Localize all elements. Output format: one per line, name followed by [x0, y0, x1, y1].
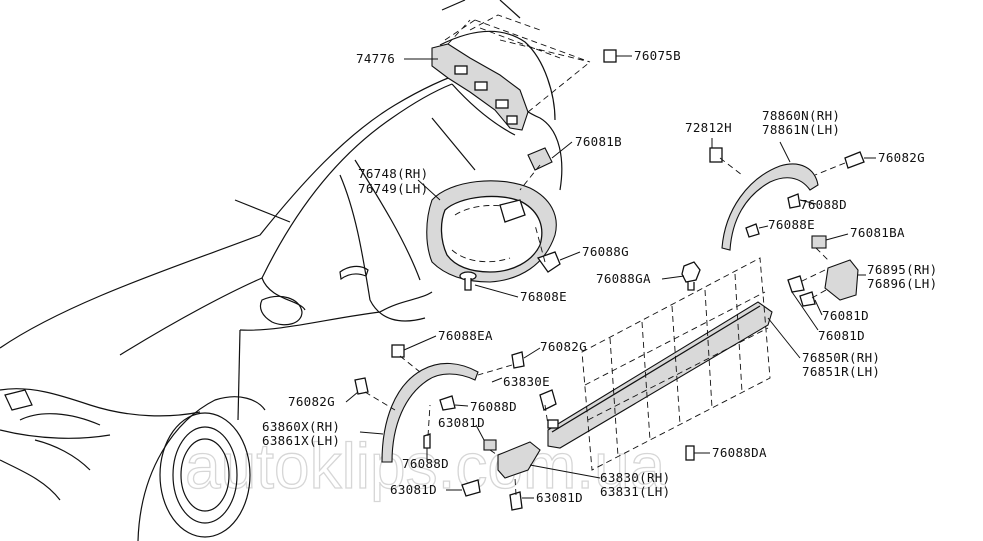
front-fender-moulding	[354, 344, 525, 463]
label-78861n: 78861N(LH)	[762, 122, 840, 137]
label-76088g: 76088G	[582, 244, 629, 259]
label-76850r: 76850R(RH)	[802, 350, 880, 365]
label-76081d-b: 76081D	[818, 328, 865, 343]
clip-76075b	[603, 49, 617, 63]
label-63861x: 63861X(LH)	[262, 433, 340, 448]
label-76081b: 76081B	[575, 134, 622, 149]
label-63860x: 63860X(RH)	[262, 419, 340, 434]
spoiler-74776	[431, 14, 591, 131]
wheel-house-liner	[426, 180, 557, 283]
label-63831: 63831(LH)	[600, 484, 670, 499]
front-mud-guard	[461, 441, 541, 511]
label-76088da: 76088DA	[712, 445, 767, 460]
label-63081d-c: 63081D	[536, 490, 583, 505]
leader-lines	[345, 55, 876, 499]
label-76088d-mid: 76088D	[470, 399, 517, 414]
clip-76088da	[685, 445, 695, 461]
label-76082g-mid: 76082G	[540, 339, 587, 354]
label-76081ba: 76081BA	[850, 225, 905, 240]
label-76088d-left: 76088D	[402, 456, 449, 471]
label-76075b: 76075B	[634, 48, 681, 63]
label-76749: 76749(LH)	[358, 181, 428, 196]
label-76808e: 76808E	[520, 289, 567, 304]
label-78860n: 78860N(RH)	[762, 108, 840, 123]
label-76748: 76748(RH)	[358, 166, 428, 181]
label-76088ga: 76088GA	[596, 271, 651, 286]
label-63830e: 63830E	[503, 374, 550, 389]
label-76895: 76895(RH)	[867, 262, 937, 277]
bracket-76081b	[519, 147, 553, 191]
label-76088d-rear: 76088D	[800, 197, 847, 212]
label-72812h: 72812H	[685, 120, 732, 135]
mud-guard-76895	[787, 259, 859, 307]
label-76088ea: 76088EA	[438, 328, 493, 343]
label-76082g-rear: 76082G	[878, 150, 925, 165]
label-63081d-b: 63081D	[390, 482, 437, 497]
side-sill-cover	[547, 257, 773, 471]
callout-labels: 74776 76075B 76081B 76748(RH) 76749(LH) …	[262, 48, 937, 505]
bracket-76081ba	[811, 235, 831, 263]
label-74776: 74776	[356, 51, 395, 66]
label-76088e: 76088E	[768, 217, 815, 232]
clip-76088g	[534, 224, 561, 273]
label-63081d-a: 63081D	[438, 415, 485, 430]
label-76082g-left: 76082G	[288, 394, 335, 409]
rear-fender-moulding	[709, 147, 865, 251]
label-76896: 76896(LH)	[867, 276, 937, 291]
clip-63830e	[539, 389, 557, 426]
clip-76808e	[459, 271, 477, 291]
label-76851r: 76851R(LH)	[802, 364, 880, 379]
label-63830: 63830(RH)	[600, 470, 670, 485]
clip-76088ga	[681, 261, 701, 291]
label-76081d-a: 76081D	[822, 308, 869, 323]
